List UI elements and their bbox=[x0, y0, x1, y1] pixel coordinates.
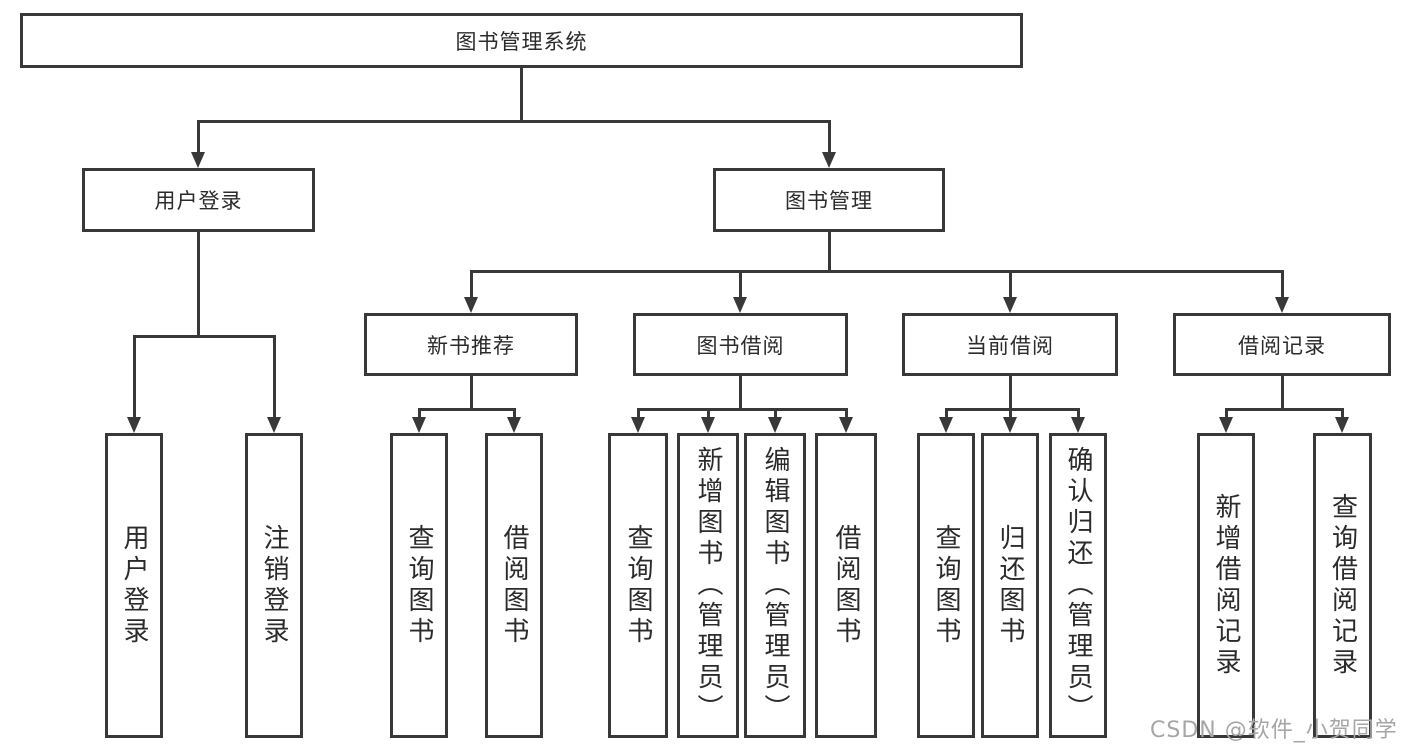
connector-hline bbox=[469, 269, 1284, 273]
node-label: 编辑图书（管理员） bbox=[760, 446, 790, 725]
connector-drop bbox=[636, 407, 640, 418]
arrow-down-icon bbox=[507, 417, 521, 433]
arrow-down-icon bbox=[1003, 417, 1017, 433]
connector-drop bbox=[1076, 407, 1080, 418]
leaf-add-books-admin: 新增图书（管理员） bbox=[677, 433, 739, 738]
connector-stem bbox=[827, 232, 831, 271]
node-borrow-records: 借阅记录 bbox=[1173, 313, 1391, 376]
connector-drop bbox=[1280, 269, 1284, 298]
arrow-down-icon bbox=[768, 417, 782, 433]
arrow-down-icon bbox=[267, 417, 281, 433]
node-label: 查询图书 bbox=[623, 523, 653, 648]
node-library-management-system: 图书管理系统 bbox=[20, 13, 1023, 68]
connector-stem bbox=[196, 232, 200, 336]
arrow-down-icon bbox=[1071, 417, 1085, 433]
connector-drop bbox=[196, 119, 200, 153]
arrow-down-icon bbox=[631, 417, 645, 433]
node-user-login: 用户登录 bbox=[82, 168, 315, 232]
node-current-borrow: 当前借阅 bbox=[902, 313, 1118, 376]
leaf-confirm-return-admin: 确认归还（管理员） bbox=[1049, 433, 1107, 738]
leaf-logout: 注销登录 bbox=[245, 433, 303, 738]
node-label: 借阅记录 bbox=[1238, 333, 1326, 358]
arrow-down-icon bbox=[839, 417, 853, 433]
node-label: 新增借阅记录 bbox=[1211, 492, 1241, 679]
node-book-management: 图书管理 bbox=[713, 168, 945, 232]
node-new-book-recommend: 新书推荐 bbox=[364, 313, 578, 376]
connector-hline bbox=[636, 407, 848, 411]
connector-drop bbox=[738, 269, 742, 298]
connector-drop bbox=[773, 407, 777, 418]
arrow-down-icon bbox=[127, 417, 141, 433]
arrow-down-icon bbox=[191, 152, 205, 168]
connector-stem bbox=[738, 376, 742, 409]
connector-drop bbox=[1008, 269, 1012, 298]
node-label: 查询图书 bbox=[404, 523, 434, 648]
connector-stem bbox=[1008, 376, 1012, 409]
connector-drop bbox=[132, 334, 136, 418]
node-label: 归还图书 bbox=[995, 523, 1025, 648]
csdn-watermark: CSDN @软件_小贺同学 bbox=[1150, 718, 1398, 743]
connector-drop bbox=[827, 119, 831, 153]
arrow-down-icon bbox=[412, 417, 426, 433]
node-label: 新增图书（管理员） bbox=[693, 446, 723, 725]
leaf-query-borrow-record: 查询借阅记录 bbox=[1313, 433, 1372, 738]
node-label: 用户登录 bbox=[119, 523, 149, 648]
connector-drop bbox=[1224, 407, 1228, 418]
node-label: 查询借阅记录 bbox=[1327, 492, 1358, 679]
node-label: 当前借阅 bbox=[966, 333, 1054, 358]
connector-hline bbox=[132, 334, 276, 338]
connector-drop bbox=[1340, 407, 1344, 418]
arrow-down-icon bbox=[939, 417, 953, 433]
leaf-borrow-books-recommend: 借阅图书 bbox=[485, 433, 543, 738]
arrow-down-icon bbox=[1219, 417, 1233, 433]
connector-drop bbox=[944, 407, 948, 418]
node-label: 注销登录 bbox=[259, 523, 289, 648]
node-label: 查询图书 bbox=[931, 523, 961, 648]
arrow-down-icon bbox=[822, 152, 836, 168]
connector-hline bbox=[944, 407, 1080, 411]
leaf-borrow-books: 借阅图书 bbox=[815, 433, 877, 738]
leaf-user-login: 用户登录 bbox=[105, 433, 163, 738]
connector-drop bbox=[844, 407, 848, 418]
node-label: 新书推荐 bbox=[427, 333, 515, 358]
connector-drop bbox=[512, 407, 516, 418]
arrow-down-icon bbox=[701, 417, 715, 433]
connector-hline bbox=[417, 407, 516, 411]
leaf-query-books-recommend: 查询图书 bbox=[390, 433, 448, 738]
connector-hline bbox=[1224, 407, 1344, 411]
node-label: 借阅图书 bbox=[831, 523, 861, 648]
leaf-add-borrow-record: 新增借阅记录 bbox=[1197, 433, 1255, 738]
arrow-down-icon bbox=[464, 297, 478, 313]
connector-drop bbox=[272, 334, 276, 418]
arrow-down-icon bbox=[733, 297, 747, 313]
arrow-down-icon bbox=[1003, 297, 1017, 313]
arrow-down-icon bbox=[1335, 417, 1349, 433]
node-book-borrow: 图书借阅 bbox=[633, 313, 848, 376]
node-label: 借阅图书 bbox=[499, 523, 529, 648]
connector-drop bbox=[417, 407, 421, 418]
leaf-return-books: 归还图书 bbox=[981, 433, 1039, 738]
arrow-down-icon bbox=[1275, 297, 1289, 313]
leaf-query-books-current: 查询图书 bbox=[917, 433, 975, 738]
connector-stem bbox=[1280, 376, 1284, 409]
connector-drop bbox=[706, 407, 710, 418]
leaf-edit-books-admin: 编辑图书（管理员） bbox=[744, 433, 806, 738]
node-label: 图书管理 bbox=[785, 189, 873, 213]
node-label: 确认归还（管理员） bbox=[1063, 446, 1093, 725]
connector-drop bbox=[469, 269, 473, 298]
node-label: 图书管理系统 bbox=[455, 29, 588, 54]
connector-drop bbox=[1008, 407, 1012, 418]
node-label: 用户登录 bbox=[154, 189, 243, 213]
node-label: 图书借阅 bbox=[696, 333, 785, 358]
connector-stem bbox=[519, 68, 523, 121]
leaf-query-books-borrow: 查询图书 bbox=[608, 433, 668, 738]
connector-stem bbox=[469, 376, 473, 409]
connector-hline bbox=[196, 119, 831, 123]
